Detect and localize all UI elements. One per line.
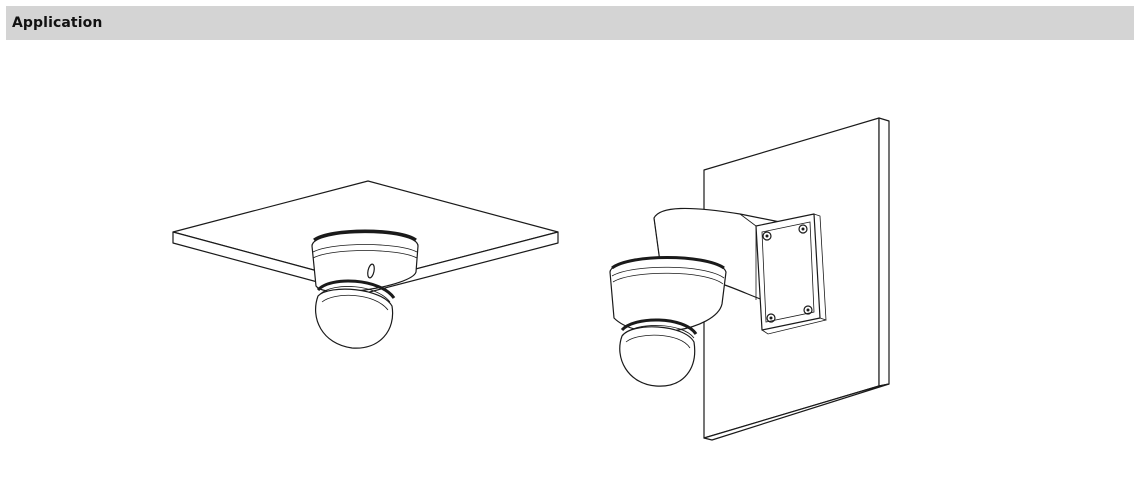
section-header: Application [6,6,1134,40]
ceiling-mount-dome-camera-icon [172,180,559,349]
application-figure [0,40,1140,483]
wall-mount-dome-camera-icon [609,117,890,441]
section-title: Application [12,15,103,31]
